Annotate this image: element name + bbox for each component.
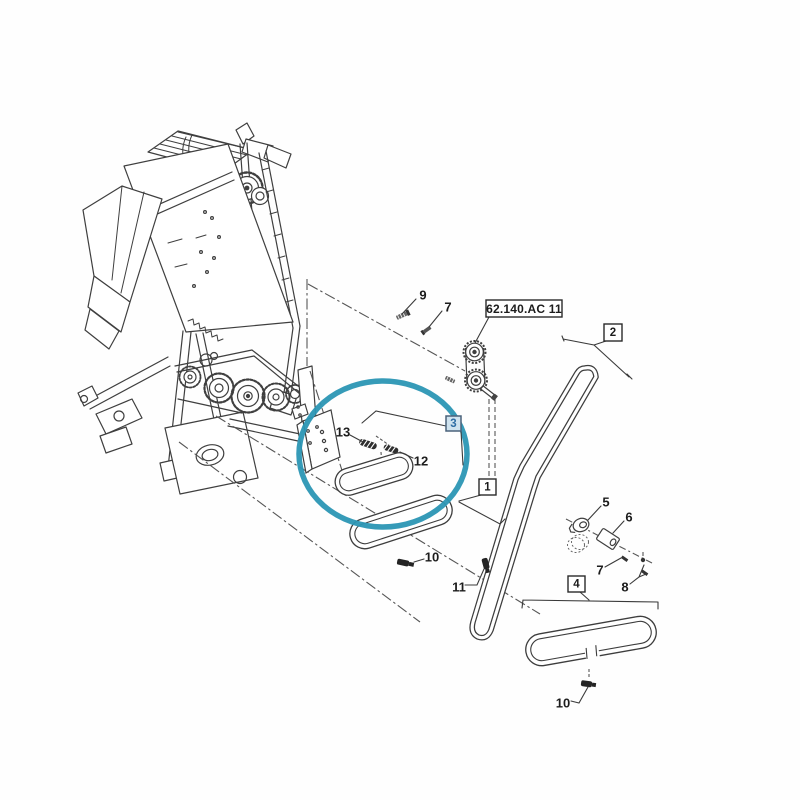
screw-part-9 bbox=[396, 309, 411, 320]
bolt-part-7-top bbox=[420, 325, 432, 336]
callout-ref-label: 62.140.AC 11 bbox=[486, 302, 562, 316]
phantom-bushing bbox=[567, 534, 589, 553]
fastener-part-7-right bbox=[620, 555, 629, 562]
highlight-circle bbox=[296, 378, 470, 530]
callout-box-2-label: 2 bbox=[610, 327, 616, 339]
leader-lines bbox=[349, 298, 659, 704]
callout-box-4[interactable]: 4 bbox=[567, 575, 586, 593]
bushing-part-5 bbox=[568, 517, 590, 534]
bolt-part-10-bottom bbox=[580, 680, 597, 688]
callout-box-1-label: 1 bbox=[484, 482, 491, 494]
callout-10-left: 10 bbox=[425, 550, 439, 565]
spacer-part-6 bbox=[596, 528, 620, 550]
fastener-part-8b bbox=[640, 569, 649, 576]
bolt-part-10-left bbox=[396, 558, 415, 567]
callout-11: 11 bbox=[452, 580, 466, 595]
callout-box-3-selected[interactable]: 3 bbox=[445, 415, 462, 432]
callout-box-4-label: 4 bbox=[573, 579, 580, 591]
callout-13: 13 bbox=[336, 425, 350, 440]
callout-5: 5 bbox=[602, 495, 609, 510]
callout-box-2[interactable]: 2 bbox=[603, 323, 623, 342]
callout-box-1[interactable]: 1 bbox=[478, 478, 497, 496]
bolt-part-11 bbox=[481, 557, 491, 574]
callout-9: 9 bbox=[419, 288, 426, 303]
belt-part-1 bbox=[349, 494, 453, 550]
screw-on-centerline bbox=[445, 375, 456, 384]
callout-10-bottom: 10 bbox=[556, 696, 570, 711]
callout-ref-box[interactable]: 62.140.AC 11 bbox=[485, 299, 563, 318]
idler-roller-assembly bbox=[462, 340, 498, 401]
spring-13 bbox=[358, 438, 377, 450]
callout-7-right: 7 bbox=[596, 563, 603, 578]
belt-part-3 bbox=[334, 452, 414, 496]
callouts: 9 7 62.140.AC 11 2 3 13 12 1 5 6 7 8 4 1… bbox=[336, 288, 633, 711]
machine-assembly-drawing bbox=[77, 122, 337, 495]
callout-6: 6 bbox=[625, 510, 632, 525]
callout-8: 8 bbox=[621, 580, 628, 595]
callout-box-3-label: 3 bbox=[450, 418, 456, 430]
belt-part-4 bbox=[525, 615, 657, 667]
belt-part-2 bbox=[469, 364, 599, 641]
callout-7-top: 7 bbox=[444, 300, 451, 315]
spring-12 bbox=[383, 444, 399, 454]
fastener-part-8a bbox=[640, 552, 646, 563]
callout-12: 12 bbox=[414, 454, 428, 469]
